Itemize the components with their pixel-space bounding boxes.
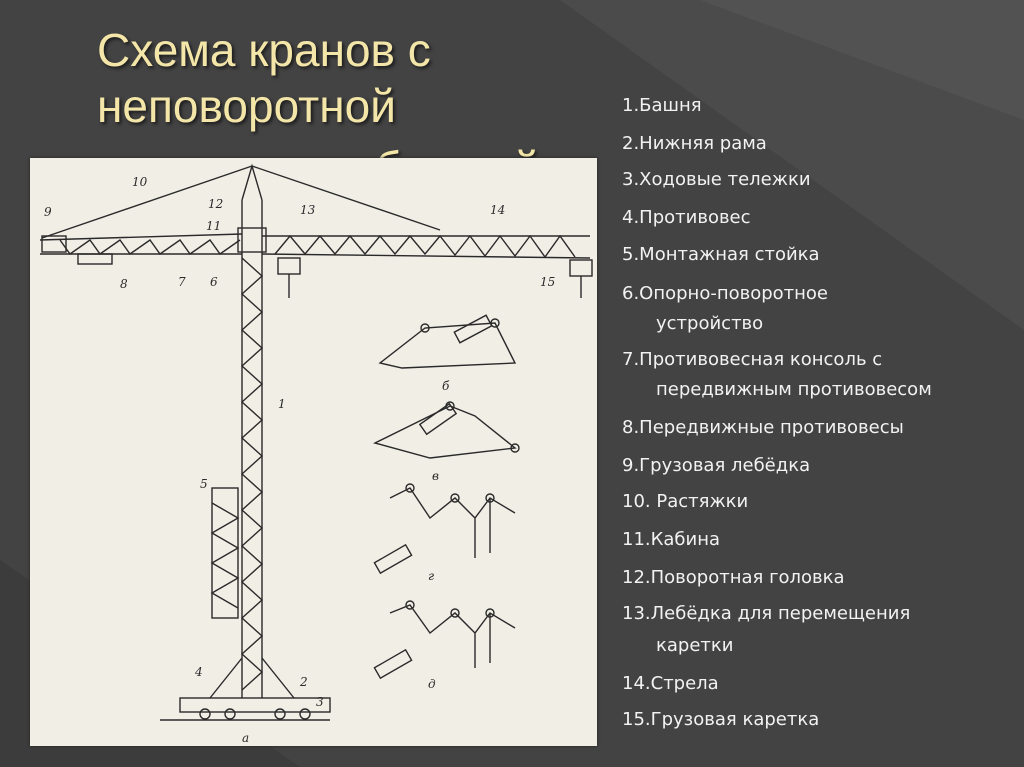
jib-lattice	[274, 234, 576, 259]
mounting-mast-lattice	[210, 502, 240, 609]
callout-13: 13	[300, 203, 316, 217]
jib-stay	[251, 165, 441, 231]
legend-item-10: 10. Растяжки	[622, 491, 749, 512]
callout-15: 15	[540, 275, 555, 289]
legend-item-2: 2.Нижняя рама	[622, 133, 767, 154]
slide-title-line-1: Схема кранов с неповоротной	[97, 24, 431, 132]
crane-diagram: 1 2 3 4 5 6 7 8 9 10 11 12 13 14 15 а б …	[30, 158, 597, 746]
callout-14: 14	[490, 203, 505, 217]
legend-item-1: 1.Башня	[622, 95, 702, 116]
callout-12: 12	[208, 197, 223, 211]
tower-head	[241, 163, 263, 201]
sub-label-v: в	[432, 469, 439, 483]
carriage-left	[277, 257, 301, 275]
sub-label-g: г	[428, 569, 434, 583]
callout-5: 5	[200, 477, 208, 491]
legend-item-8: 8.Передвижные противовесы	[622, 417, 904, 438]
callout-11: 11	[206, 219, 221, 233]
hoist-winch	[41, 235, 67, 253]
reeving-scheme-v	[373, 401, 520, 459]
base-legs	[209, 657, 295, 699]
legend-item-11: 11.Кабина	[622, 529, 721, 550]
load-carriage	[569, 259, 593, 277]
lower-frame	[179, 697, 331, 713]
counter-jib-lattice	[59, 239, 241, 255]
legend-item-6-cont: устройство	[656, 313, 764, 334]
jib-bottom	[261, 253, 591, 259]
counter-jib-stay	[41, 165, 253, 239]
cabin	[237, 227, 267, 253]
legend-item-14: 14.Стрела	[622, 673, 719, 694]
crane-drawing: 1 2 3 4 5 6 7 8 9 10 11 12 13 14 15 а б …	[39, 163, 593, 745]
callout-3: 3	[316, 695, 324, 709]
sub-label-d: д	[428, 677, 436, 691]
legend-item-12: 12.Поворотная головка	[622, 567, 845, 588]
tower-lattice	[240, 257, 264, 691]
reeving-scheme-b	[378, 314, 517, 369]
callout-1: 1	[278, 397, 286, 411]
callout-8: 8	[120, 277, 128, 291]
legend-item-6: 6.Опорно-поворотное	[622, 283, 829, 304]
counter-jib-top	[39, 233, 243, 241]
callout-9: 9	[44, 205, 52, 219]
callout-2: 2	[299, 675, 308, 689]
bogie-wheel-1	[199, 708, 211, 720]
bogie-wheel-2	[224, 708, 236, 720]
legend-item-7-cont: передвижным противовесом	[656, 379, 932, 400]
sub-label-a: а	[242, 731, 249, 745]
legend-item-5: 5.Монтажная стойка	[622, 244, 820, 265]
mounting-mast	[211, 487, 239, 619]
callout-4: 4	[194, 665, 203, 679]
bogie-wheel-3	[274, 708, 286, 720]
bogie-wheel-4	[299, 708, 311, 720]
legend-item-13-cont: каретки	[656, 635, 734, 656]
callout-7: 7	[178, 275, 186, 289]
reeving-scheme-g	[373, 483, 516, 575]
sub-label-b: б	[442, 379, 450, 393]
legend-item-13: 13.Лебёдка для перемещения	[622, 603, 911, 624]
reeving-scheme-d	[373, 600, 516, 680]
legend-item-4: 4.Противовес	[622, 207, 751, 228]
callout-6: 6	[210, 275, 218, 289]
legend-item-9: 9.Грузовая лебёдка	[622, 455, 811, 476]
callout-labels: 1 2 3 4 5 6 7 8 9 10 11 12 13 14 15 а б …	[44, 175, 555, 745]
legend-item-3: 3.Ходовые тележки	[622, 169, 811, 190]
counterweights	[77, 253, 113, 265]
legend-item-15: 15.Грузовая каретка	[622, 709, 820, 730]
callout-10: 10	[132, 175, 148, 189]
legend-item-7: 7.Противовесная консоль с	[622, 349, 883, 370]
